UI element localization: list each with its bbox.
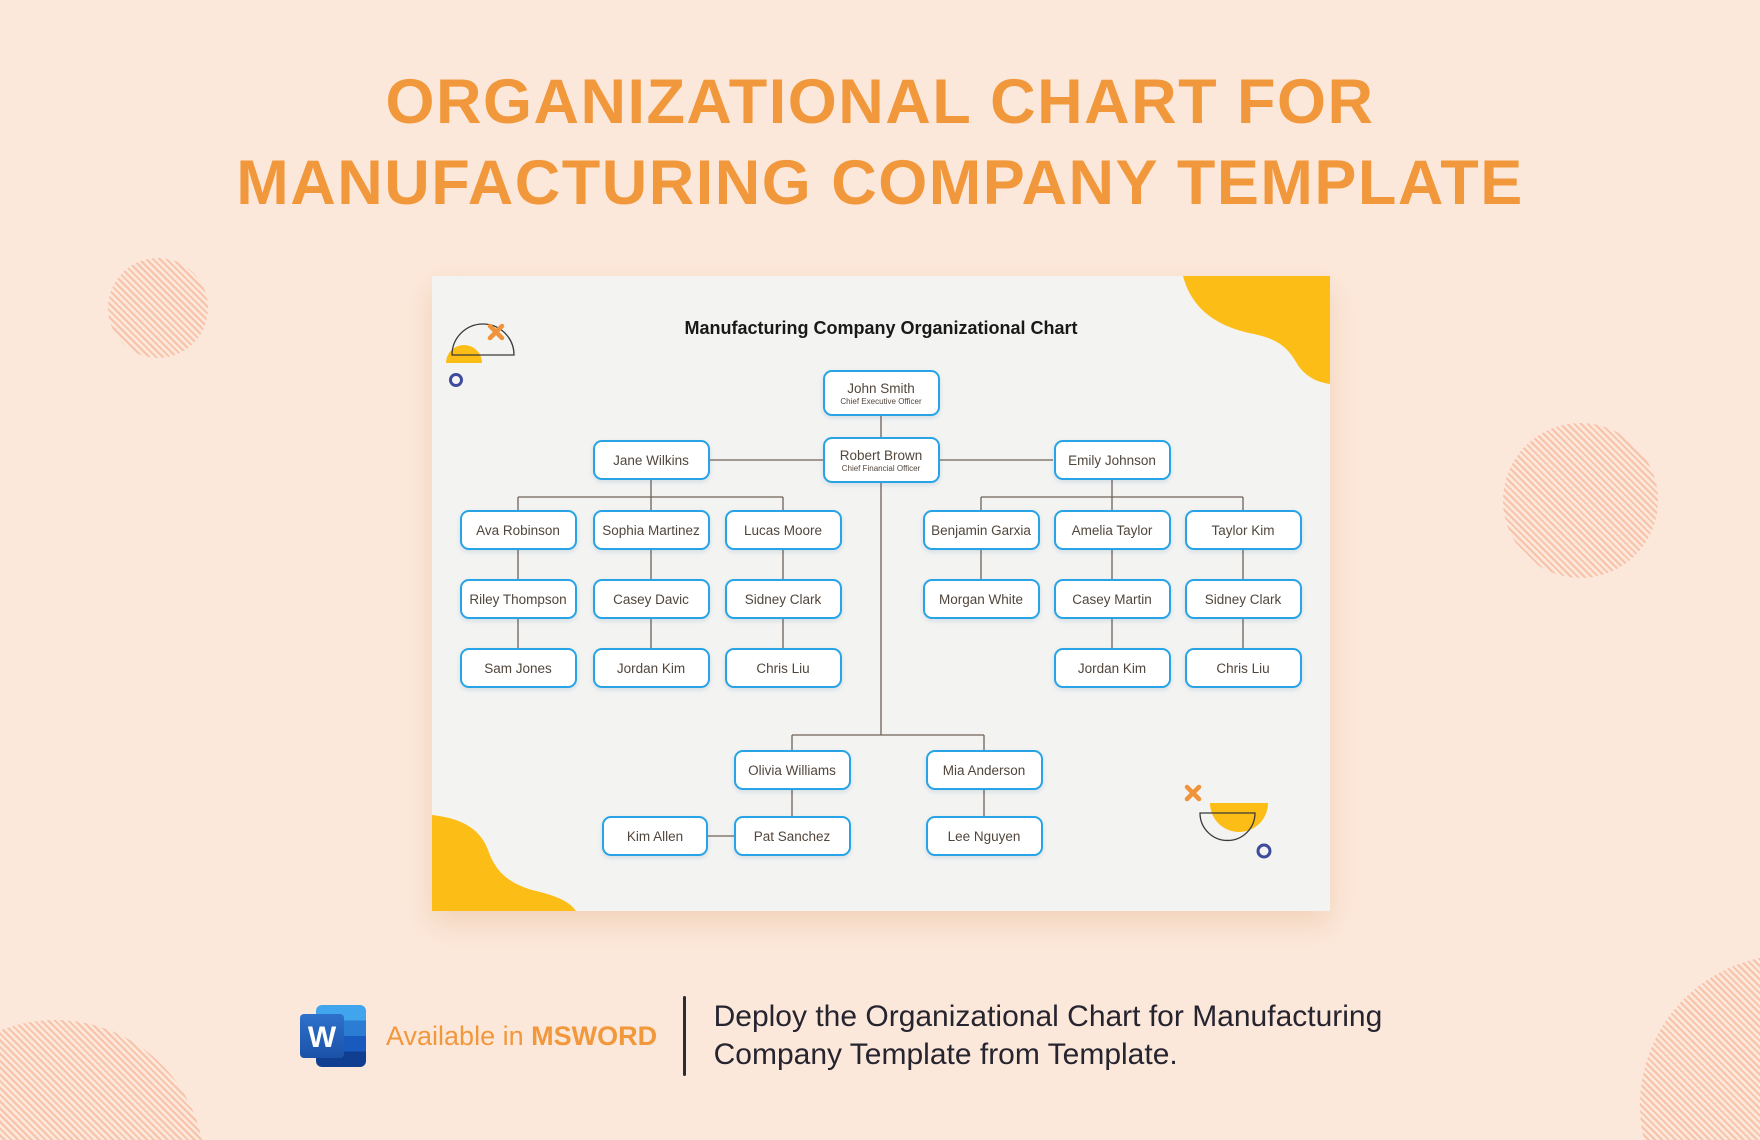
org-chart-card bbox=[432, 276, 1330, 911]
decor-striped-corner-bottom-right bbox=[1640, 955, 1760, 1140]
footer-divider bbox=[683, 996, 686, 1076]
card-decorations bbox=[432, 276, 1330, 911]
decor-x-icon-bottom-right bbox=[1184, 784, 1202, 802]
decor-striped-corner-bottom-left bbox=[0, 1020, 205, 1140]
page-title-line-1: ORGANIZATIONAL CHART FOR bbox=[385, 67, 1375, 137]
available-product: MSWORD bbox=[531, 1020, 658, 1051]
decor-striped-circle-top-left bbox=[108, 258, 208, 358]
decor-striped-circle-right bbox=[1503, 423, 1658, 578]
page-title: ORGANIZATIONAL CHART FOR MANUFACTURING C… bbox=[0, 62, 1760, 224]
decor-yellow-half-circle-bottom-right bbox=[1210, 803, 1268, 832]
decor-circle-icon-bottom-right bbox=[1256, 843, 1272, 859]
available-prefix: Available in bbox=[386, 1020, 524, 1051]
decor-yellow-half-circle-top-left bbox=[446, 345, 482, 363]
page-title-line-2: MANUFACTURING COMPANY TEMPLATE bbox=[236, 148, 1524, 218]
org-chart-title: Manufacturing Company Organizational Cha… bbox=[684, 318, 1078, 338]
decor-yellow-blob-bottom-left bbox=[432, 815, 576, 911]
footer-description: Deploy the Organizational Chart for Manu… bbox=[713, 1000, 1383, 1071]
available-in-label: Available in MSWORD bbox=[386, 1021, 657, 1052]
decor-outline-semicircle-bottom-right bbox=[1199, 812, 1256, 842]
decor-circle-icon-top-left bbox=[449, 373, 463, 387]
msword-icon-letter: W bbox=[308, 1021, 337, 1054]
footer: W Available in MSWORD Deploy the Organiz… bbox=[300, 996, 1382, 1076]
msword-icon: W bbox=[300, 1005, 366, 1067]
